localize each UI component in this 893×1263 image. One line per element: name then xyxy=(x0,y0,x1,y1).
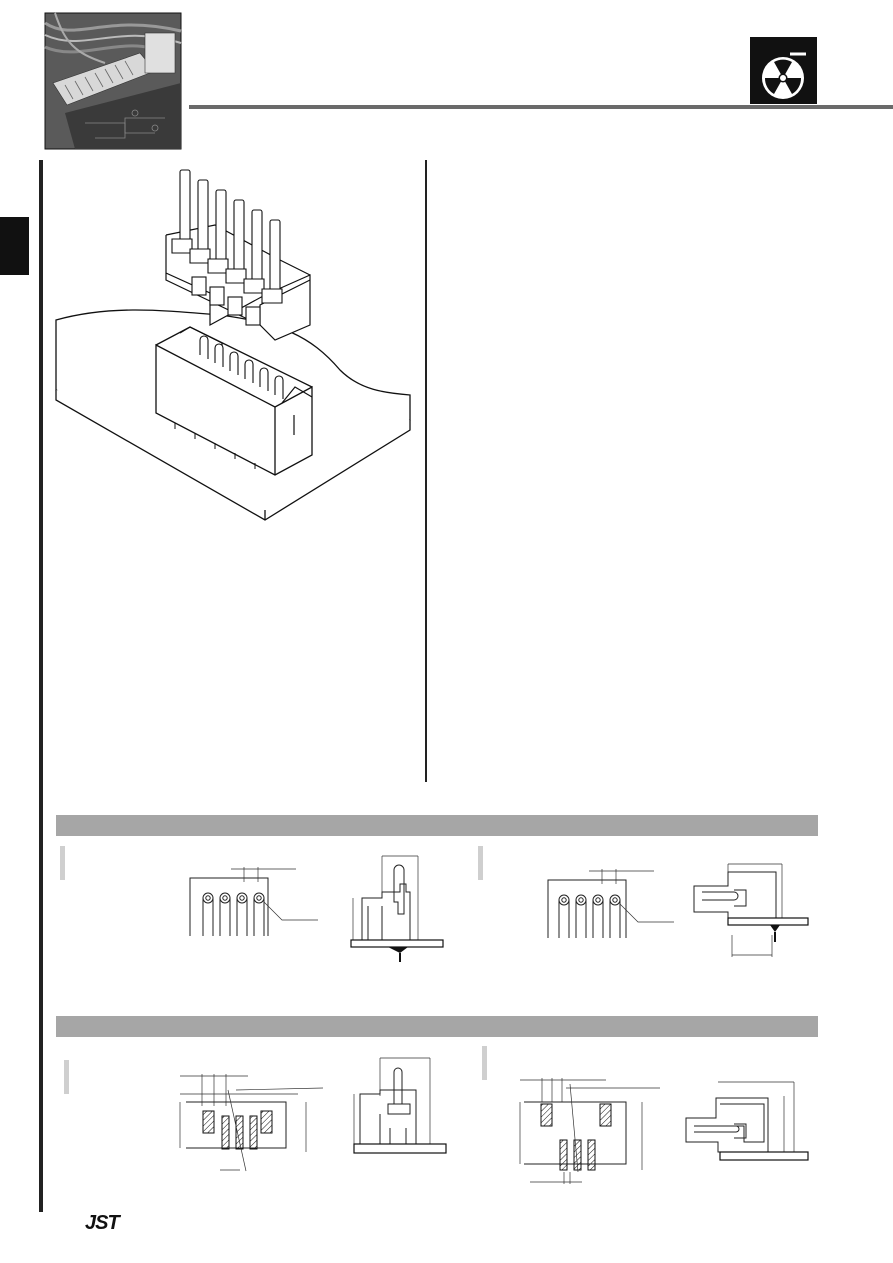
pcb-hole-pattern-side xyxy=(544,866,684,946)
section-bar-pcb-layout-1 xyxy=(56,815,818,836)
header-rule xyxy=(189,105,893,109)
connector-illustration xyxy=(50,165,420,525)
pcb-hole-pattern-top xyxy=(186,864,326,944)
smt-profile-side xyxy=(684,1076,810,1168)
smt-profile-top xyxy=(350,1056,450,1164)
subsection-marker xyxy=(60,846,65,880)
subsection-marker xyxy=(478,846,483,880)
side-tab xyxy=(0,217,29,275)
left-page-border xyxy=(39,160,43,1212)
header-profile-side xyxy=(690,860,810,960)
tape-reel-icon xyxy=(750,37,817,104)
smt-pad-layout-top xyxy=(178,1066,328,1178)
brand-logo: JST xyxy=(85,1212,120,1234)
header-profile-top xyxy=(348,854,448,966)
subsection-marker xyxy=(482,1046,487,1080)
column-divider xyxy=(425,160,427,782)
section-bar-pcb-layout-2 xyxy=(56,1016,818,1037)
smt-pad-layout-side xyxy=(518,1072,668,1184)
header-photo xyxy=(44,12,182,150)
subsection-marker xyxy=(64,1060,69,1094)
